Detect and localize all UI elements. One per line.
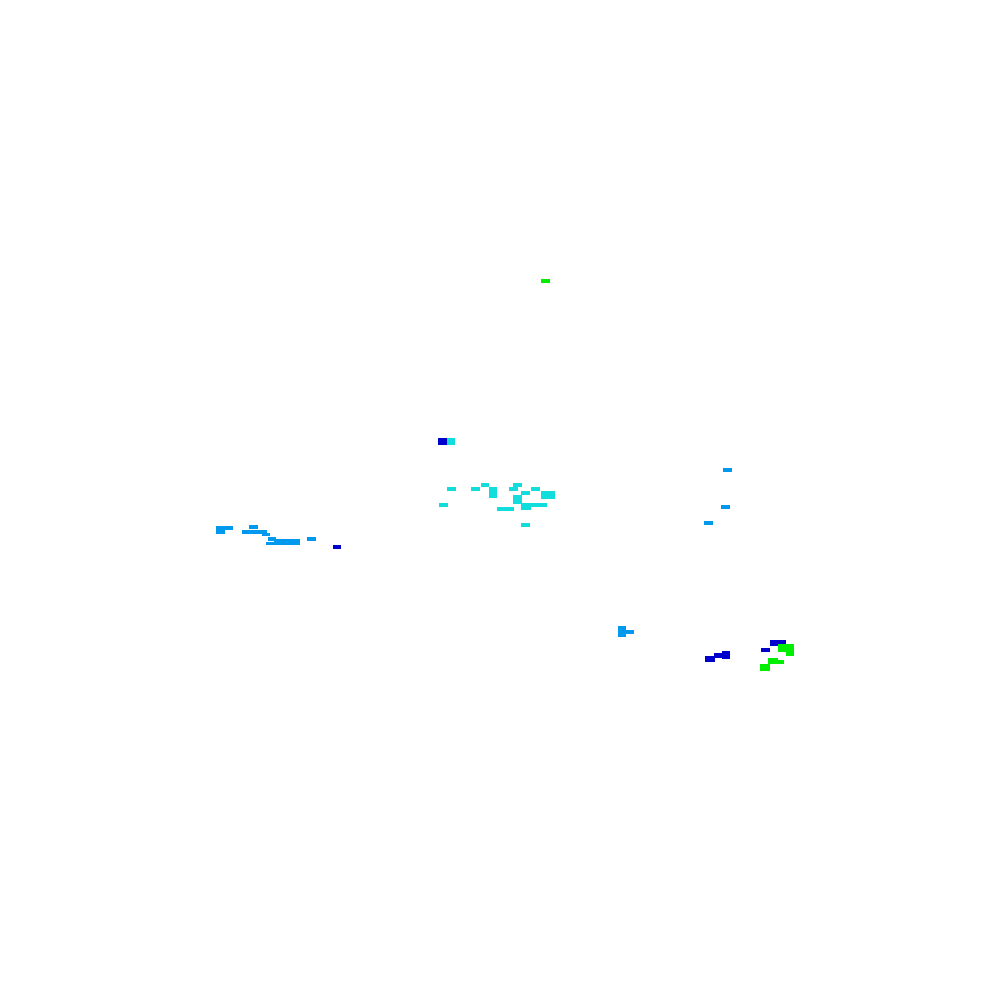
green-speck-north [541,279,550,283]
dark-blue-speck-center-cell [438,438,447,445]
dark-blue-speck-center [438,438,447,445]
mid-blue-streak-west-cell [249,525,258,529]
cyan-cluster-center-cell [521,491,530,495]
mid-blue-streak-west-cell [262,533,270,536]
mid-blue-specks-east-cell [721,505,730,509]
mid-blue-streak-west-cell [216,526,233,530]
cyan-cluster-center-cell [531,487,540,491]
green-cluster-southeast-cell [778,644,794,652]
cyan-cluster-center-cell [513,495,522,504]
cyan-cluster-center-cell [439,503,448,507]
cyan-cluster-center-cell [471,487,480,491]
cyan-cluster-center-cell [521,523,530,527]
cyan-cluster-center-cell [541,491,555,499]
green-cluster-southeast-cell [786,652,794,656]
cyan-cluster-center-cell [497,507,514,511]
mid-blue-streak-west-cell [242,530,267,534]
mid-blue-speck-southeast [618,626,634,637]
mid-blue-streak-west [216,525,316,545]
cyan-cluster-center [439,438,555,527]
green-cluster-southeast-cell [768,658,778,664]
mid-blue-streak-west-cell [307,537,316,541]
cyan-cluster-center-cell [447,438,455,445]
cyan-cluster-center-cell [531,503,547,507]
cyan-cluster-center-cell [447,487,456,491]
mid-blue-specks-east [704,468,732,525]
dark-blue-cluster-southeast-cell [705,656,715,662]
mid-blue-streak-west-cell [268,537,276,541]
mid-blue-streak-west-cell [274,539,300,545]
mid-blue-streak-west-cell [266,542,275,545]
dark-blue-cluster-southeast-cell [761,648,770,652]
cyan-cluster-center-cell [489,487,497,498]
mid-blue-specks-east-cell [723,468,732,472]
mid-blue-speck-southeast-cell [624,630,634,634]
dark-blue-speck-west [333,545,341,549]
green-cluster-southeast [760,644,794,671]
cyan-cluster-center-cell [513,483,522,487]
cyan-cluster-center-cell [509,487,518,491]
dark-blue-cluster-southeast-cell [770,640,786,646]
cyan-cluster-center-cell [481,483,489,487]
mid-blue-streak-west-cell [216,530,225,534]
green-cluster-southeast-cell [760,664,770,671]
mid-blue-specks-east-cell [704,521,713,525]
green-cluster-southeast-cell [774,660,784,664]
cyan-cluster-center-cell [521,503,531,510]
dark-blue-speck-west-cell [333,545,341,549]
dark-blue-cluster-southeast-cell [722,651,730,659]
dark-blue-cluster-southeast [705,640,786,662]
mid-blue-speck-southeast-cell [618,626,626,637]
green-speck-north-cell [541,279,550,283]
